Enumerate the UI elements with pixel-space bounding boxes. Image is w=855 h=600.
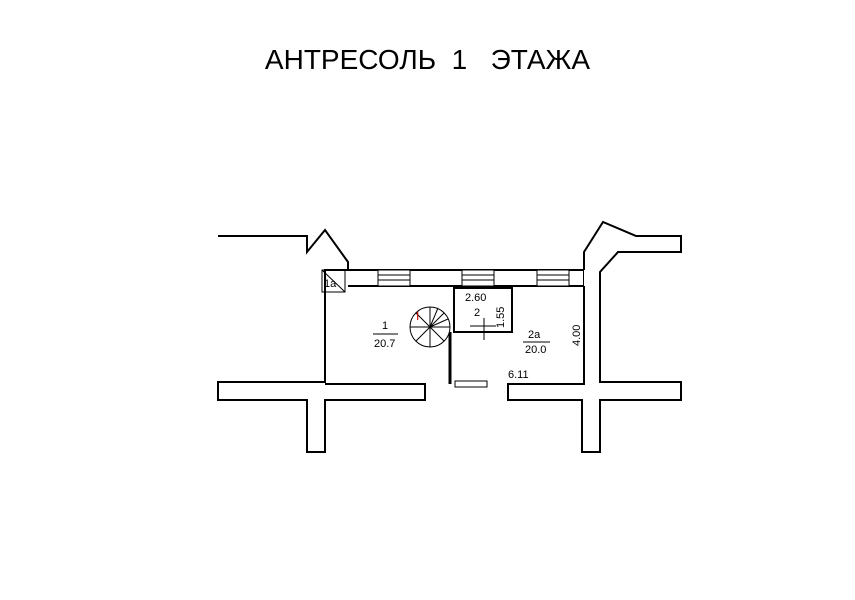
room-2-number: 2 — [474, 307, 480, 319]
spiral-staircase — [409, 306, 451, 348]
right-wing-wall — [507, 220, 682, 453]
plan-title: АНТРЕСОЛЬ 1 ЭТАЖА — [264, 44, 591, 75]
room-1a-diagonal — [321, 269, 346, 293]
room-1-number: 1 — [382, 320, 388, 332]
room-1a-label: 1а — [324, 278, 337, 290]
room-2a-area: 20.0 — [525, 344, 546, 356]
window-3 — [536, 269, 570, 287]
room-1-area: 20.7 — [374, 338, 395, 350]
room-1a-box — [321, 269, 346, 293]
room-2-height: 1.55 — [495, 307, 507, 328]
window-2 — [461, 269, 495, 287]
dimension-height: 4.00 — [571, 325, 583, 346]
room-2-width: 2.60 — [465, 292, 486, 304]
room-2a-number: 2а — [528, 329, 541, 341]
dimension-width: 6.11 — [508, 369, 529, 381]
window-1 — [377, 269, 411, 287]
left-wing-wall — [217, 228, 426, 453]
room-2-partition — [453, 287, 513, 333]
door — [454, 380, 488, 388]
stair-mark: I — [416, 309, 419, 323]
